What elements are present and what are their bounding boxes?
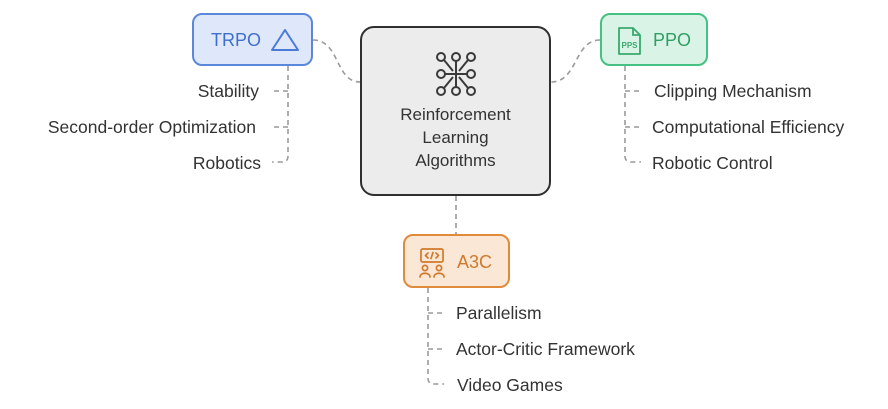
central-node: Reinforcement Learning Algorithms [360,26,551,196]
trpo-item: Stability [197,81,259,101]
ppo-item: Clipping Mechanism [654,81,812,101]
pps-icon-text: PPS [621,41,638,50]
trpo-label: TRPO [211,30,262,50]
code-collaboration-icon [419,248,445,278]
a3c-node: A3C [403,234,510,288]
pps-file-icon: PPS [618,27,641,55]
a3c-item: Actor-Critic Framework [456,339,635,359]
ppo-item: Computational Efficiency [652,117,845,137]
trpo-item: Robotics [192,153,261,173]
ppo-node: PPS PPO [600,13,708,66]
a3c-label: A3C [457,252,493,272]
a3c-item: Video Games [457,375,563,395]
triangle-icon [271,29,299,51]
trpo-node: TRPO [192,13,313,66]
a3c-item: Parallelism [456,303,542,323]
ppo-label: PPO [653,30,692,50]
trpo-item: Second-order Optimization [47,117,256,137]
central-title: Reinforcement Learning Algorithms [400,104,511,170]
ppo-item: Robotic Control [652,153,773,173]
network-nodes-icon [435,51,476,96]
